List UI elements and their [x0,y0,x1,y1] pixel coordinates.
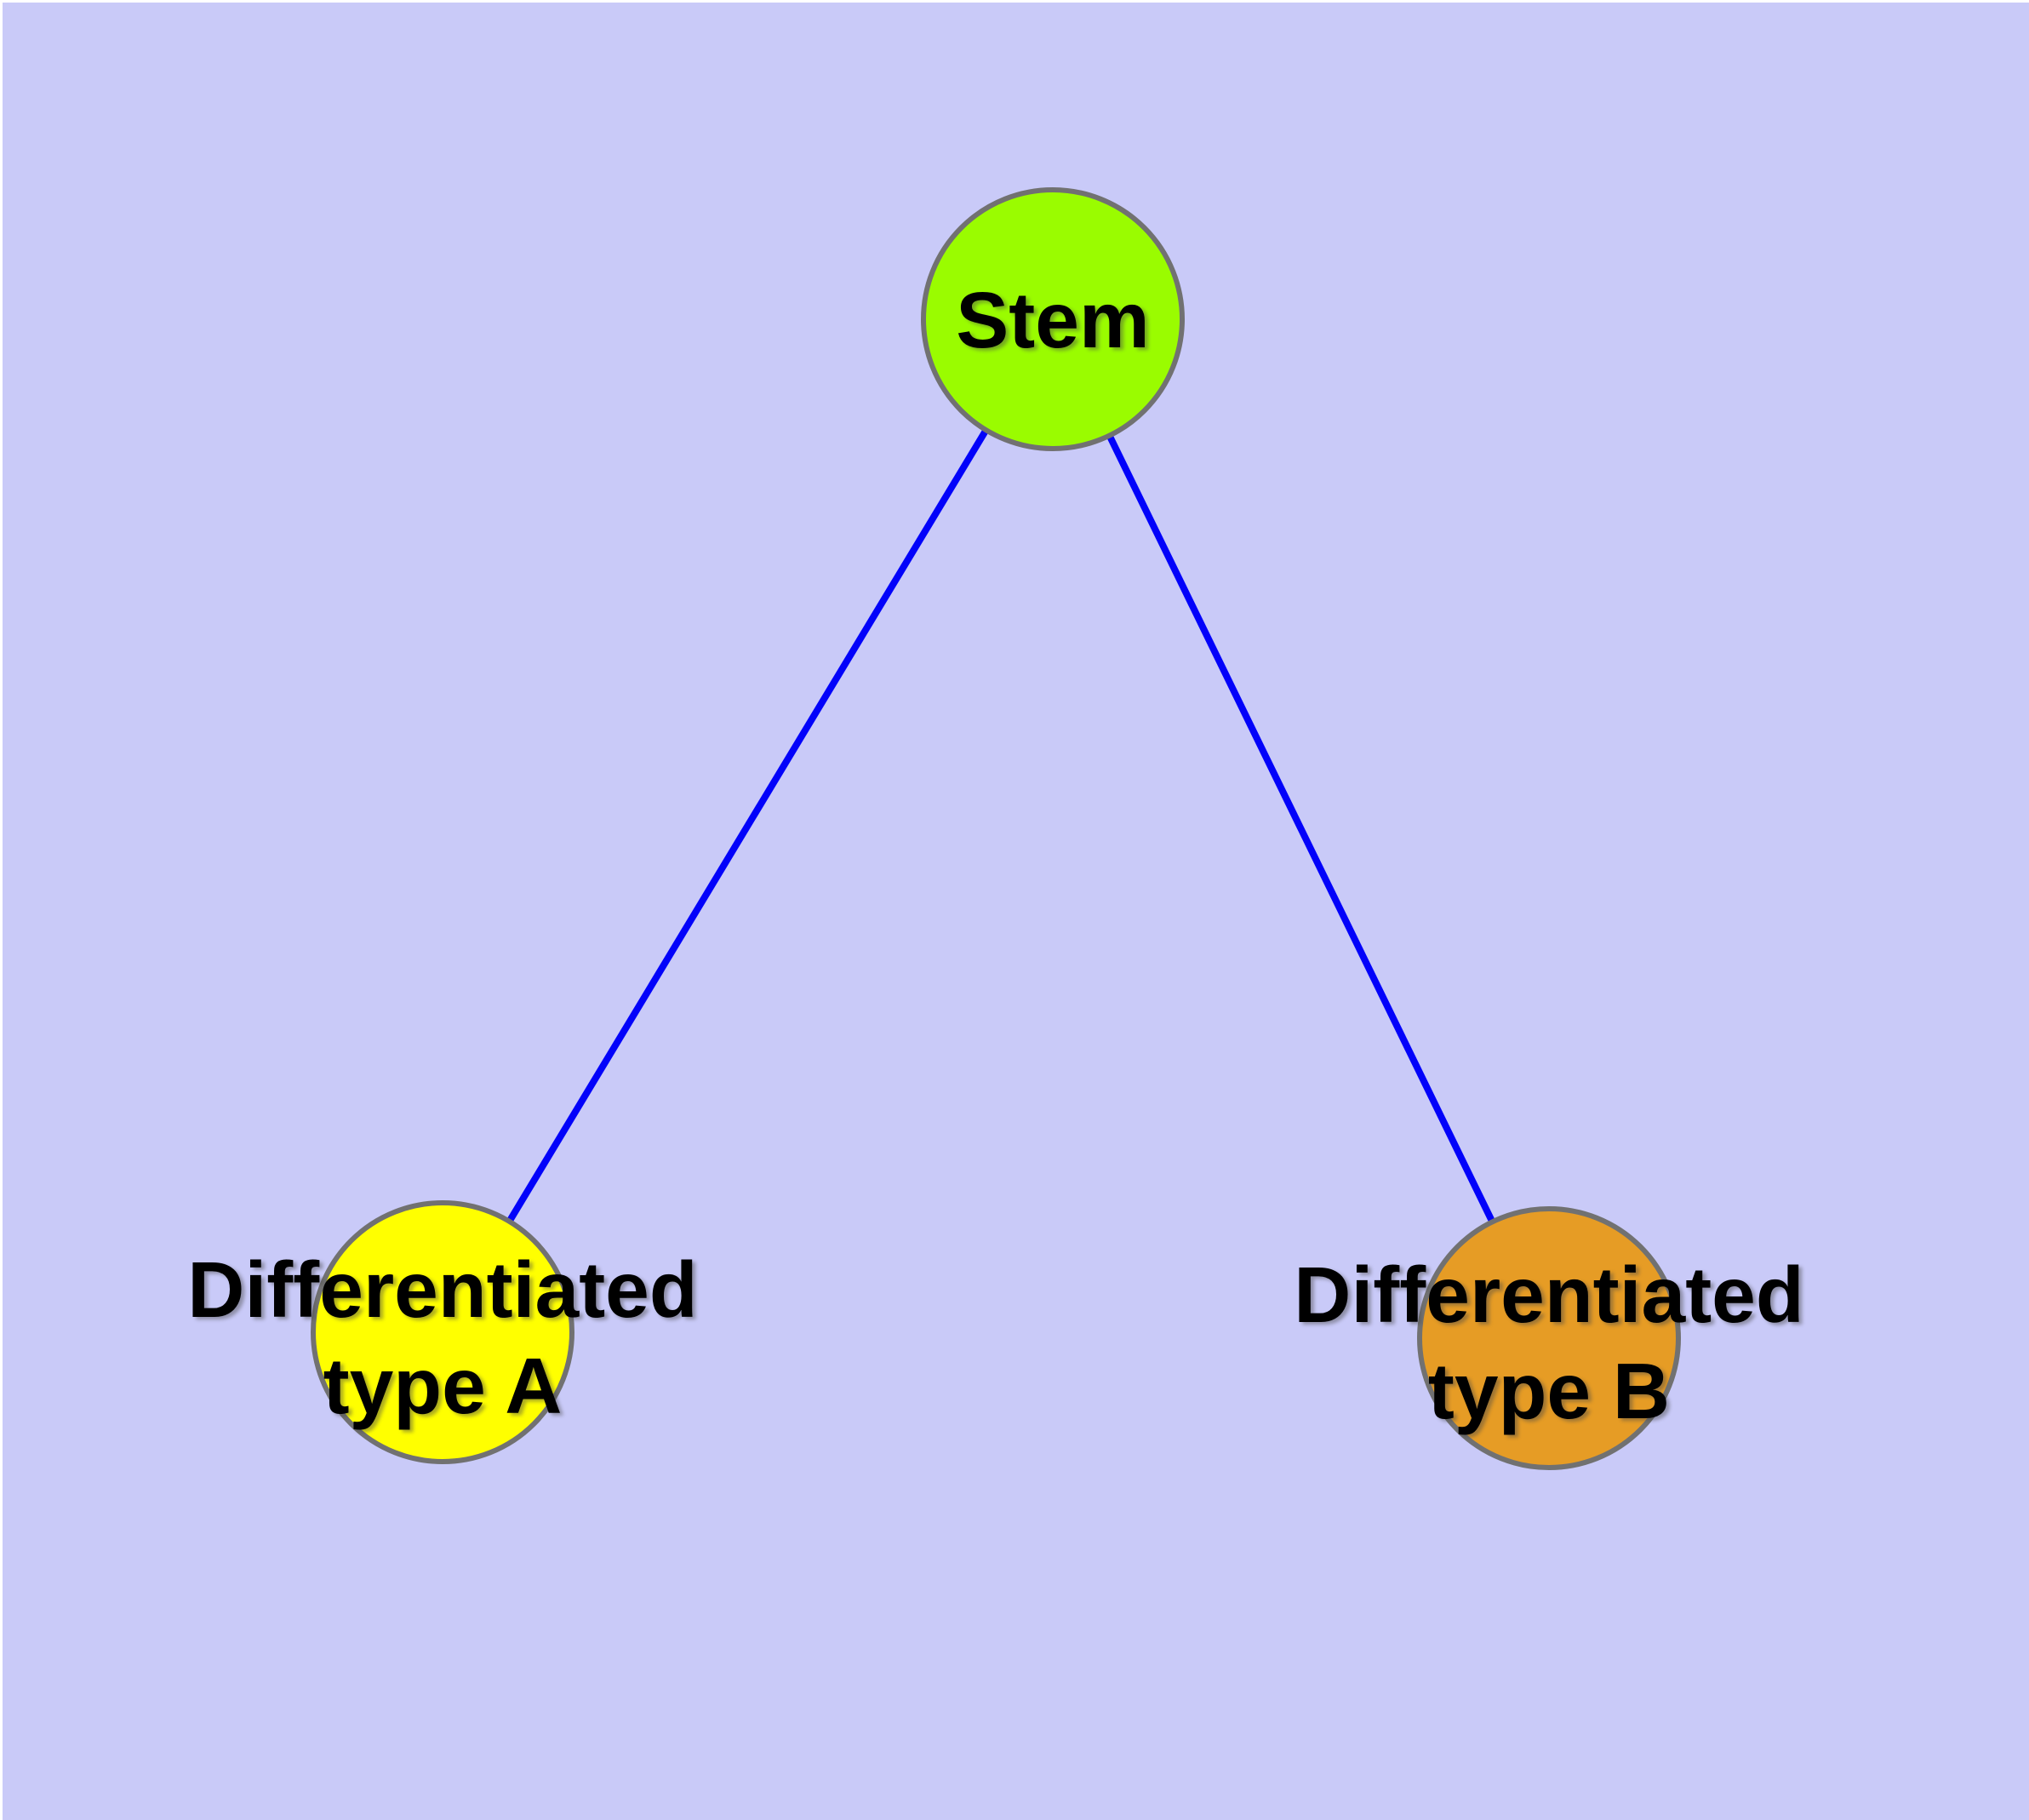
type-a-node-label-line2: type A [323,1342,563,1430]
stem-node-circle [921,187,1185,451]
node-differentiated-type-b: Differentiated type B [1294,1206,1804,1470]
type-b-node-label-line2: type B [1428,1347,1670,1435]
top-border-strip [0,0,2029,3]
edges [439,317,1552,1340]
type-a-node-circle [311,1200,574,1464]
type-a-node-label-line1: Differentiated [187,1245,697,1334]
type-b-node-label-line1: Differentiated [1294,1251,1803,1339]
stem-node-label: Stem [956,276,1149,364]
edge-stem-to-type-b [1049,318,1552,1340]
type-b-node-circle [1417,1206,1681,1470]
node-differentiated-type-a: Differentiated type A [187,1200,698,1464]
edge-stem-to-type-a [439,317,1056,1335]
node-stem: Stem [921,187,1185,451]
left-border-strip [0,0,3,1820]
